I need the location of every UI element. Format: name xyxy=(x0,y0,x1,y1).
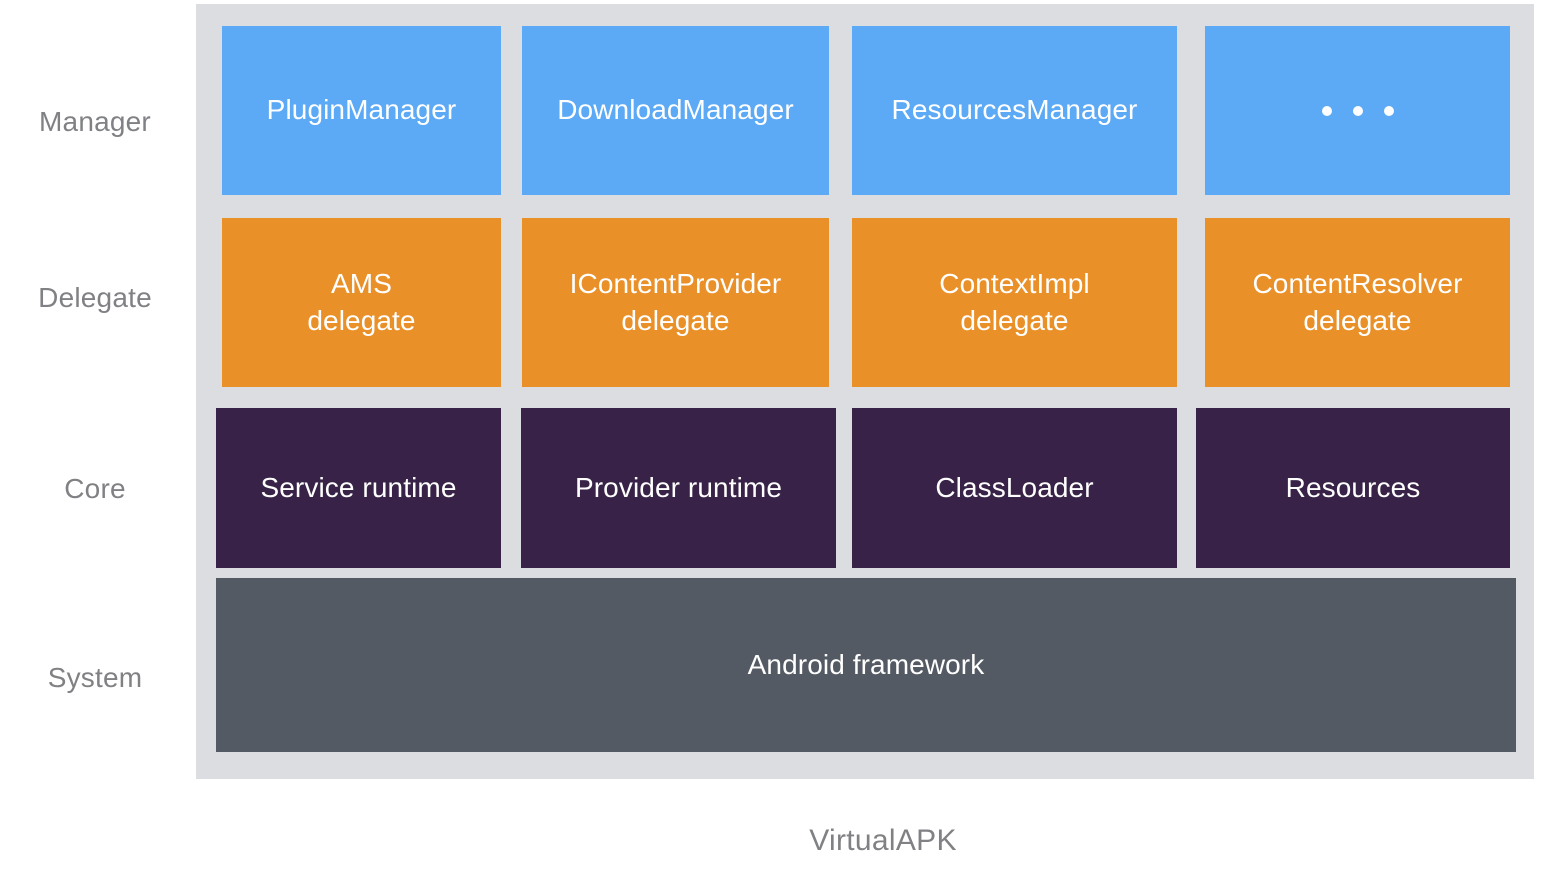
delegate-block-label-line1: ContentResolver xyxy=(1252,267,1463,299)
delegate-block-label: ContentResolver delegate xyxy=(1252,266,1462,340)
system-block-android-framework[interactable]: Android framework xyxy=(216,578,1516,752)
core-block-label: ClassLoader xyxy=(935,471,1094,503)
delegate-block-label-line1: AMS xyxy=(331,267,392,299)
manager-block-plugin-manager[interactable]: PluginManager xyxy=(222,26,501,195)
core-block-classloader[interactable]: ClassLoader xyxy=(852,408,1177,568)
delegate-block-label-line2: delegate xyxy=(621,304,730,336)
delegate-block-ams[interactable]: AMS delegate xyxy=(222,218,501,387)
manager-block-label: PluginManager xyxy=(266,94,457,126)
delegate-block-label-line1: IContentProvider xyxy=(569,267,782,299)
delegate-block-label-line2: delegate xyxy=(960,304,1069,336)
row-label-manager: Manager xyxy=(39,106,151,137)
diagram-panel: PluginManager DownloadManager ResourcesM… xyxy=(196,4,1534,779)
delegate-block-contextimpl[interactable]: ContextImpl delegate xyxy=(852,218,1177,387)
diagram-caption: VirtualAPK xyxy=(0,824,1542,858)
delegate-block-label: IContentProvider delegate xyxy=(570,266,782,340)
manager-block-label: ResourcesManager xyxy=(891,94,1138,126)
delegate-block-label-line1: ContextImpl xyxy=(939,267,1090,299)
core-block-label: Service runtime xyxy=(260,471,457,503)
core-block-provider-runtime[interactable]: Provider runtime xyxy=(521,408,836,568)
manager-block-resources-manager[interactable]: ResourcesManager xyxy=(852,26,1177,195)
diagram-caption-text: VirtualAPK xyxy=(809,824,957,857)
delegate-block-label-line2: delegate xyxy=(1303,304,1412,336)
delegate-block-contentresolver[interactable]: ContentResolver delegate xyxy=(1205,218,1510,387)
ellipsis-icon xyxy=(1321,105,1394,116)
manager-block-download-manager[interactable]: DownloadManager xyxy=(522,26,829,195)
core-block-label: Provider runtime xyxy=(574,471,782,503)
ellipsis-dot xyxy=(1383,105,1394,116)
core-block-resources[interactable]: Resources xyxy=(1196,408,1510,568)
row-label-system: System xyxy=(47,662,143,693)
ellipsis-dot xyxy=(1352,105,1363,116)
delegate-block-label: ContextImpl delegate xyxy=(939,266,1090,340)
core-block-service-runtime[interactable]: Service runtime xyxy=(216,408,501,568)
delegate-block-label-line2: delegate xyxy=(307,304,416,336)
row-label-delegate: Delegate xyxy=(38,282,152,313)
manager-block-more[interactable] xyxy=(1205,26,1510,195)
delegate-block-label: AMS delegate xyxy=(307,266,415,340)
ellipsis-dot xyxy=(1321,105,1332,116)
manager-block-label: DownloadManager xyxy=(557,94,794,126)
delegate-block-icontentprovider[interactable]: IContentProvider delegate xyxy=(522,218,829,387)
core-block-label: Resources xyxy=(1285,471,1421,503)
system-block-label: Android framework xyxy=(747,648,985,680)
row-label-core: Core xyxy=(64,473,126,504)
